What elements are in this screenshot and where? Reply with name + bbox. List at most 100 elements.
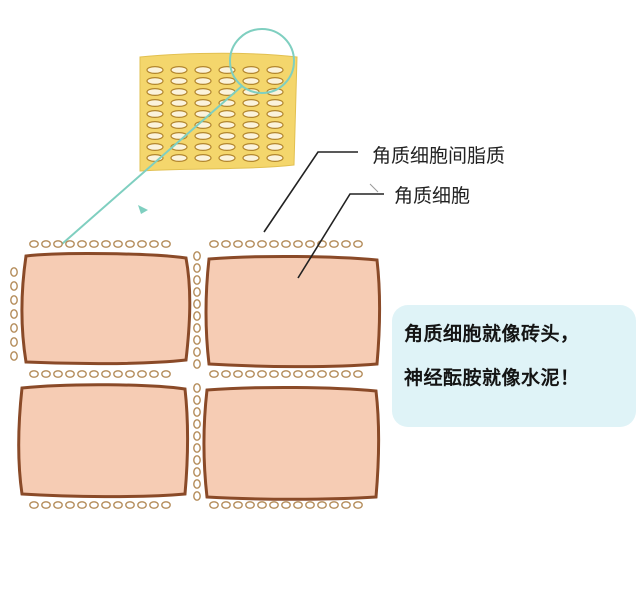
zoom-mini-cell <box>170 109 188 118</box>
zoom-mini-cell <box>266 154 284 163</box>
lipid-dot <box>209 501 219 509</box>
zoom-mini-cell <box>218 120 236 129</box>
lipid-dot <box>193 311 201 321</box>
zoom-mini-cell <box>170 98 188 107</box>
analogy-callout: 角质细胞就像砖头， 神经酝胺就像水泥！ <box>392 305 636 427</box>
lipid-dot <box>161 501 171 509</box>
lipid-dot <box>65 370 75 378</box>
lipid-dot <box>193 467 201 477</box>
zoom-mini-cell <box>194 132 212 141</box>
lipid-dot <box>317 501 327 509</box>
zoom-mini-cell <box>242 143 260 152</box>
lipid-dot <box>329 240 339 248</box>
lipid-dot <box>233 501 243 509</box>
zoom-mini-cell <box>266 109 284 118</box>
lipid-dot <box>101 501 111 509</box>
lipid-dot <box>29 370 39 378</box>
lipid-dot <box>65 240 75 248</box>
lipid-dot <box>77 240 87 248</box>
lipid-dot <box>113 501 123 509</box>
zoom-mini-cell <box>242 65 260 74</box>
magnifier-circle <box>229 28 295 94</box>
zoom-mini-cell <box>242 154 260 163</box>
lipid-dot <box>353 370 363 378</box>
zoom-mini-cell <box>146 109 164 118</box>
zoom-mini-cell <box>194 98 212 107</box>
zoom-mini-cell <box>194 76 212 85</box>
lipid-dot <box>293 240 303 248</box>
lipid-dot <box>193 359 201 369</box>
lipid-dot <box>353 240 363 248</box>
lipid-dot <box>341 240 351 248</box>
zoom-mini-cell <box>170 76 188 85</box>
lipid-dot <box>281 501 291 509</box>
zoom-mini-cell <box>170 120 188 129</box>
zoom-mini-cell <box>266 132 284 141</box>
cell-bottom-left <box>17 383 190 499</box>
lipid-dot <box>89 501 99 509</box>
intercellular-lipids <box>10 240 363 509</box>
lipid-dot <box>341 370 351 378</box>
lipid-dot <box>221 240 231 248</box>
lipid-dot <box>10 295 18 305</box>
lipid-dot <box>137 240 147 248</box>
label-corneocyte: 角质细胞 <box>394 185 471 207</box>
lipid-dot <box>89 240 99 248</box>
lipid-dot <box>193 407 201 417</box>
label-intercellular-lipid: 角质细胞间脂质 <box>372 145 506 167</box>
zoom-mini-cell <box>194 65 212 74</box>
lipid-dot <box>269 370 279 378</box>
lipid-dot <box>257 370 267 378</box>
lipid-dot <box>125 240 135 248</box>
zoom-mini-cell <box>146 143 164 152</box>
cell-leader-line <box>297 193 384 279</box>
lipid-dot <box>281 370 291 378</box>
lipid-dot <box>10 323 18 333</box>
zoom-mini-cell <box>146 132 164 141</box>
zoom-mini-cell <box>194 154 212 163</box>
zoom-mini-cell <box>242 76 260 85</box>
zoom-mini-cell <box>146 76 164 85</box>
zoom-mini-cell <box>266 98 284 107</box>
lipid-dot <box>305 240 315 248</box>
lipid-dot <box>209 370 219 378</box>
callout-line-1: 角质细胞就像砖头， <box>404 323 580 345</box>
lipid-dot <box>161 370 171 378</box>
lipid-dot <box>245 501 255 509</box>
lipid-dot <box>269 240 279 248</box>
lipid-dot <box>149 370 159 378</box>
decor-mark <box>138 205 148 214</box>
zoom-mini-cell <box>218 143 236 152</box>
lipid-dot <box>293 370 303 378</box>
zoom-mini-cell <box>266 120 284 129</box>
lipid-leader-line <box>263 151 358 233</box>
lipid-dot <box>257 501 267 509</box>
lipid-dot <box>29 240 39 248</box>
lipid-dot <box>10 281 18 291</box>
lipid-dot <box>113 240 123 248</box>
lipid-dot <box>221 501 231 509</box>
lipid-dot <box>353 501 363 509</box>
zoom-mini-cell <box>266 76 284 85</box>
lipid-dot <box>269 501 279 509</box>
lipid-dot <box>193 275 201 285</box>
lipid-dot <box>10 351 18 361</box>
zoom-mini-cell <box>242 109 260 118</box>
lipid-dot <box>10 309 18 319</box>
lipid-dot <box>233 370 243 378</box>
zoom-mini-cell <box>266 143 284 152</box>
zoom-mini-cell <box>170 65 188 74</box>
zoom-mini-cell <box>242 132 260 141</box>
lipid-dot <box>101 370 111 378</box>
lipid-dot <box>193 251 201 261</box>
decor-tick <box>369 183 379 193</box>
lipid-dot <box>245 370 255 378</box>
zoom-mini-cell <box>146 98 164 107</box>
lipid-dot <box>125 501 135 509</box>
zoom-mini-cell <box>218 154 236 163</box>
lipid-dot <box>41 370 51 378</box>
callout-line-2: 神经酝胺就像水泥！ <box>404 367 580 389</box>
lipid-dot <box>77 501 87 509</box>
